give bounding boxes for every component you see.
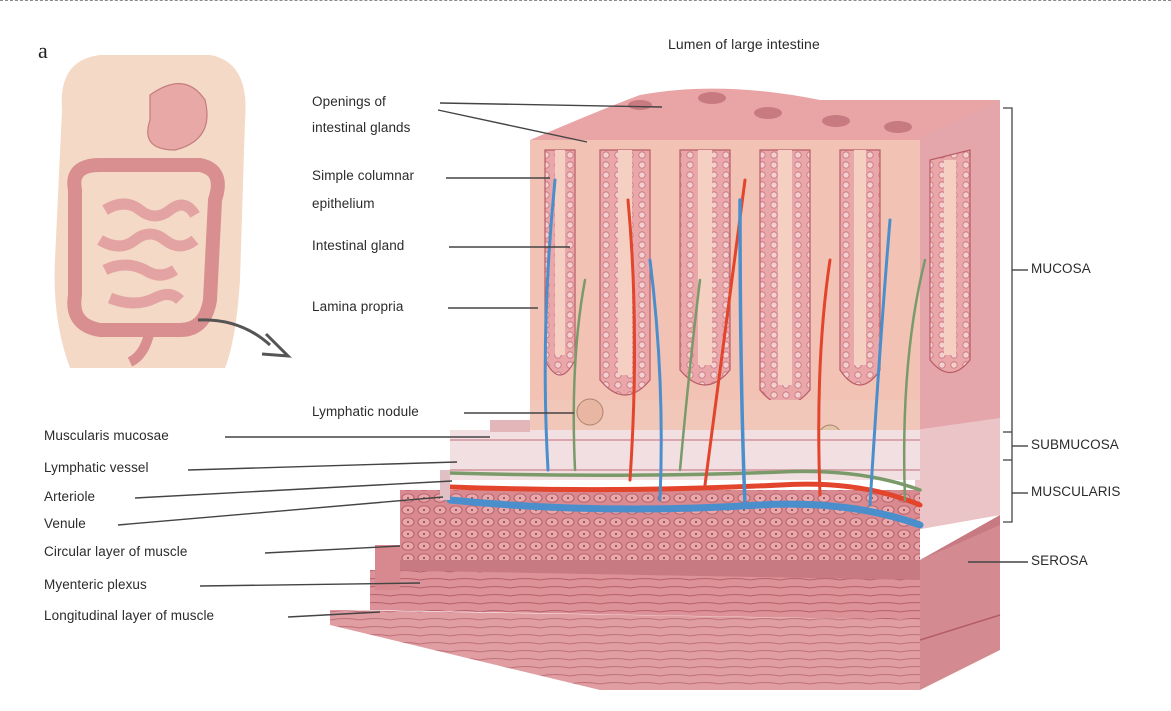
label-lamina-propria: Lamina propria bbox=[312, 299, 403, 314]
label-lumen: Lumen of large intestine bbox=[668, 36, 820, 52]
label-serosa: SEROSA bbox=[1031, 553, 1088, 568]
layer-bracket bbox=[1003, 108, 1012, 522]
arrow-head bbox=[262, 334, 288, 356]
label-muscularis-mucosae: Muscularis mucosae bbox=[44, 428, 169, 443]
label-lymphatic-nodule: Lymphatic nodule bbox=[312, 404, 419, 419]
label-myenteric-plexus: Myenteric plexus bbox=[44, 577, 147, 592]
lymphatic-nodule bbox=[577, 399, 603, 425]
label-openings-line1: Openings of bbox=[312, 94, 386, 109]
label-mucosa: MUCOSA bbox=[1031, 261, 1091, 276]
label-epithelium-line2: epithelium bbox=[312, 196, 375, 211]
label-circular-muscle: Circular layer of muscle bbox=[44, 544, 187, 559]
label-arteriole: Arteriole bbox=[44, 489, 95, 504]
label-submucosa: SUBMUCOSA bbox=[1031, 437, 1119, 452]
label-intestinal-gland: Intestinal gland bbox=[312, 238, 404, 253]
label-longitudinal-muscle: Longitudinal layer of muscle bbox=[44, 608, 214, 623]
label-lymphatic-vessel: Lymphatic vessel bbox=[44, 460, 149, 475]
label-epithelium-line1: Simple columnar bbox=[312, 168, 414, 183]
label-venule: Venule bbox=[44, 516, 86, 531]
label-openings-line2: intestinal glands bbox=[312, 120, 411, 135]
label-muscularis: MUSCULARIS bbox=[1031, 484, 1121, 499]
